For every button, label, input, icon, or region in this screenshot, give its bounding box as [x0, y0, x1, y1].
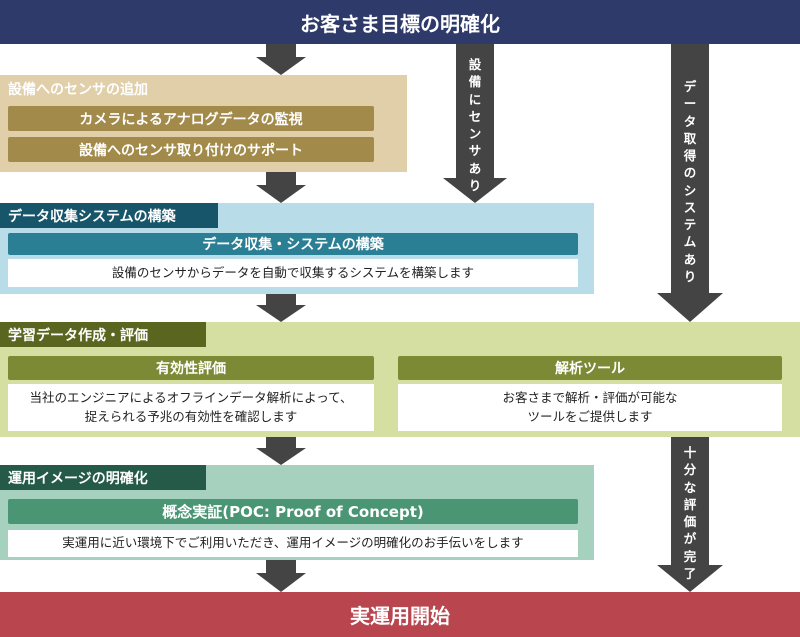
- production-start-banner: 実運用開始: [0, 592, 800, 637]
- vertical-char: 価: [683, 514, 697, 529]
- sensor-section-title: 設備へのセンサの追加: [8, 82, 148, 98]
- effectiveness-eval-line-2: 捉えられる予兆の有効性を確認します: [84, 408, 298, 424]
- vertical-char: 備: [468, 74, 482, 90]
- analog-camera-item: カメラによるアナログデータの監視: [8, 106, 374, 131]
- flow-arrow-shaft: [266, 172, 296, 186]
- data-collection-title: データ収集システムの構築: [0, 203, 218, 228]
- flow-arrow-shaft: [266, 44, 296, 58]
- has-sensor-label: 設備にセンサあり: [456, 56, 494, 194]
- sensor-install-item: 設備へのセンサ取り付けのサポート: [8, 137, 374, 162]
- has-system-label: データ取得のシステムあり: [671, 78, 709, 285]
- vertical-char: あ: [683, 251, 697, 267]
- vertical-char: タ: [683, 113, 697, 129]
- vertical-char: デ: [683, 79, 697, 94]
- skip-arrow-shaft: [456, 44, 494, 179]
- skip-arrow-icon: [657, 293, 723, 322]
- flow-arrow-icon: [256, 448, 306, 465]
- data-collection-description: 設備のセンサからデータを自動で収集するシステムを構築します: [8, 259, 578, 287]
- analysis-tool-item: 解析ツール: [398, 356, 782, 380]
- vertical-char: 取: [683, 130, 697, 146]
- vertical-char: セ: [468, 108, 482, 124]
- vertical-char: 設: [468, 57, 482, 72]
- skip-arrow-shaft: [671, 44, 709, 294]
- vertical-char: 得: [683, 148, 697, 163]
- vertical-char: 十: [683, 445, 697, 460]
- vertical-char: ム: [683, 234, 697, 250]
- vertical-char: ス: [683, 199, 697, 215]
- vertical-char: 評: [683, 496, 697, 512]
- flow-arrow-icon: [256, 573, 306, 592]
- flow-arrow-shaft: [266, 560, 296, 574]
- sufficient-eval-label: 十分な評価が完了: [671, 444, 709, 582]
- vertical-char: な: [683, 479, 697, 495]
- vertical-char: シ: [683, 182, 697, 198]
- vertical-char: の: [683, 165, 697, 181]
- effectiveness-eval-line-1: 当社のエンジニアによるオフラインデータ解析によって、: [29, 389, 353, 405]
- vertical-char: 了: [683, 565, 697, 581]
- skip-arrow-shaft: [671, 437, 709, 566]
- flow-arrow-shaft: [266, 437, 296, 449]
- vertical-char: ン: [468, 126, 482, 141]
- vertical-char: あ: [468, 160, 482, 176]
- learning-section-title: 学習データ作成・評価: [0, 322, 206, 347]
- analysis-tool-description: お客さまで解析・評価が可能な ツールをご提供します: [398, 384, 782, 431]
- skip-arrow-icon: [657, 565, 723, 592]
- vertical-char: に: [468, 91, 482, 107]
- flow-arrow-icon: [256, 57, 306, 75]
- flow-arrow-icon: [256, 185, 306, 203]
- vertical-char: テ: [683, 217, 697, 232]
- effectiveness-eval-description: 当社のエンジニアによるオフラインデータ解析によって、 捉えられる予兆の有効性を確…: [8, 384, 374, 431]
- effectiveness-eval-item: 有効性評価: [8, 356, 374, 380]
- vertical-char: サ: [468, 143, 482, 159]
- vertical-char: り: [683, 268, 697, 284]
- operation-section-title: 運用イメージの明確化: [0, 465, 206, 490]
- poc-item: 概念実証(POC: Proof of Concept): [8, 499, 578, 524]
- poc-description: 実運用に近い環境下でご利用いただき、運用イメージの明確化のお手伝いをします: [8, 530, 578, 557]
- goal-clarification-banner: お客さま目標の明確化: [0, 0, 800, 44]
- skip-arrow-icon: [443, 178, 507, 203]
- flow-arrow-icon: [256, 305, 306, 322]
- vertical-char: 分: [683, 462, 697, 478]
- vertical-char: り: [468, 177, 482, 193]
- analysis-tool-line-2: ツールをご提供します: [527, 408, 653, 424]
- analysis-tool-line-1: お客さまで解析・評価が可能な: [502, 389, 678, 405]
- vertical-char: 完: [683, 548, 697, 564]
- data-collection-item: データ収集・システムの構築: [8, 233, 578, 255]
- vertical-char: が: [683, 531, 697, 547]
- flow-arrow-shaft: [266, 294, 296, 306]
- vertical-char: ー: [683, 96, 697, 112]
